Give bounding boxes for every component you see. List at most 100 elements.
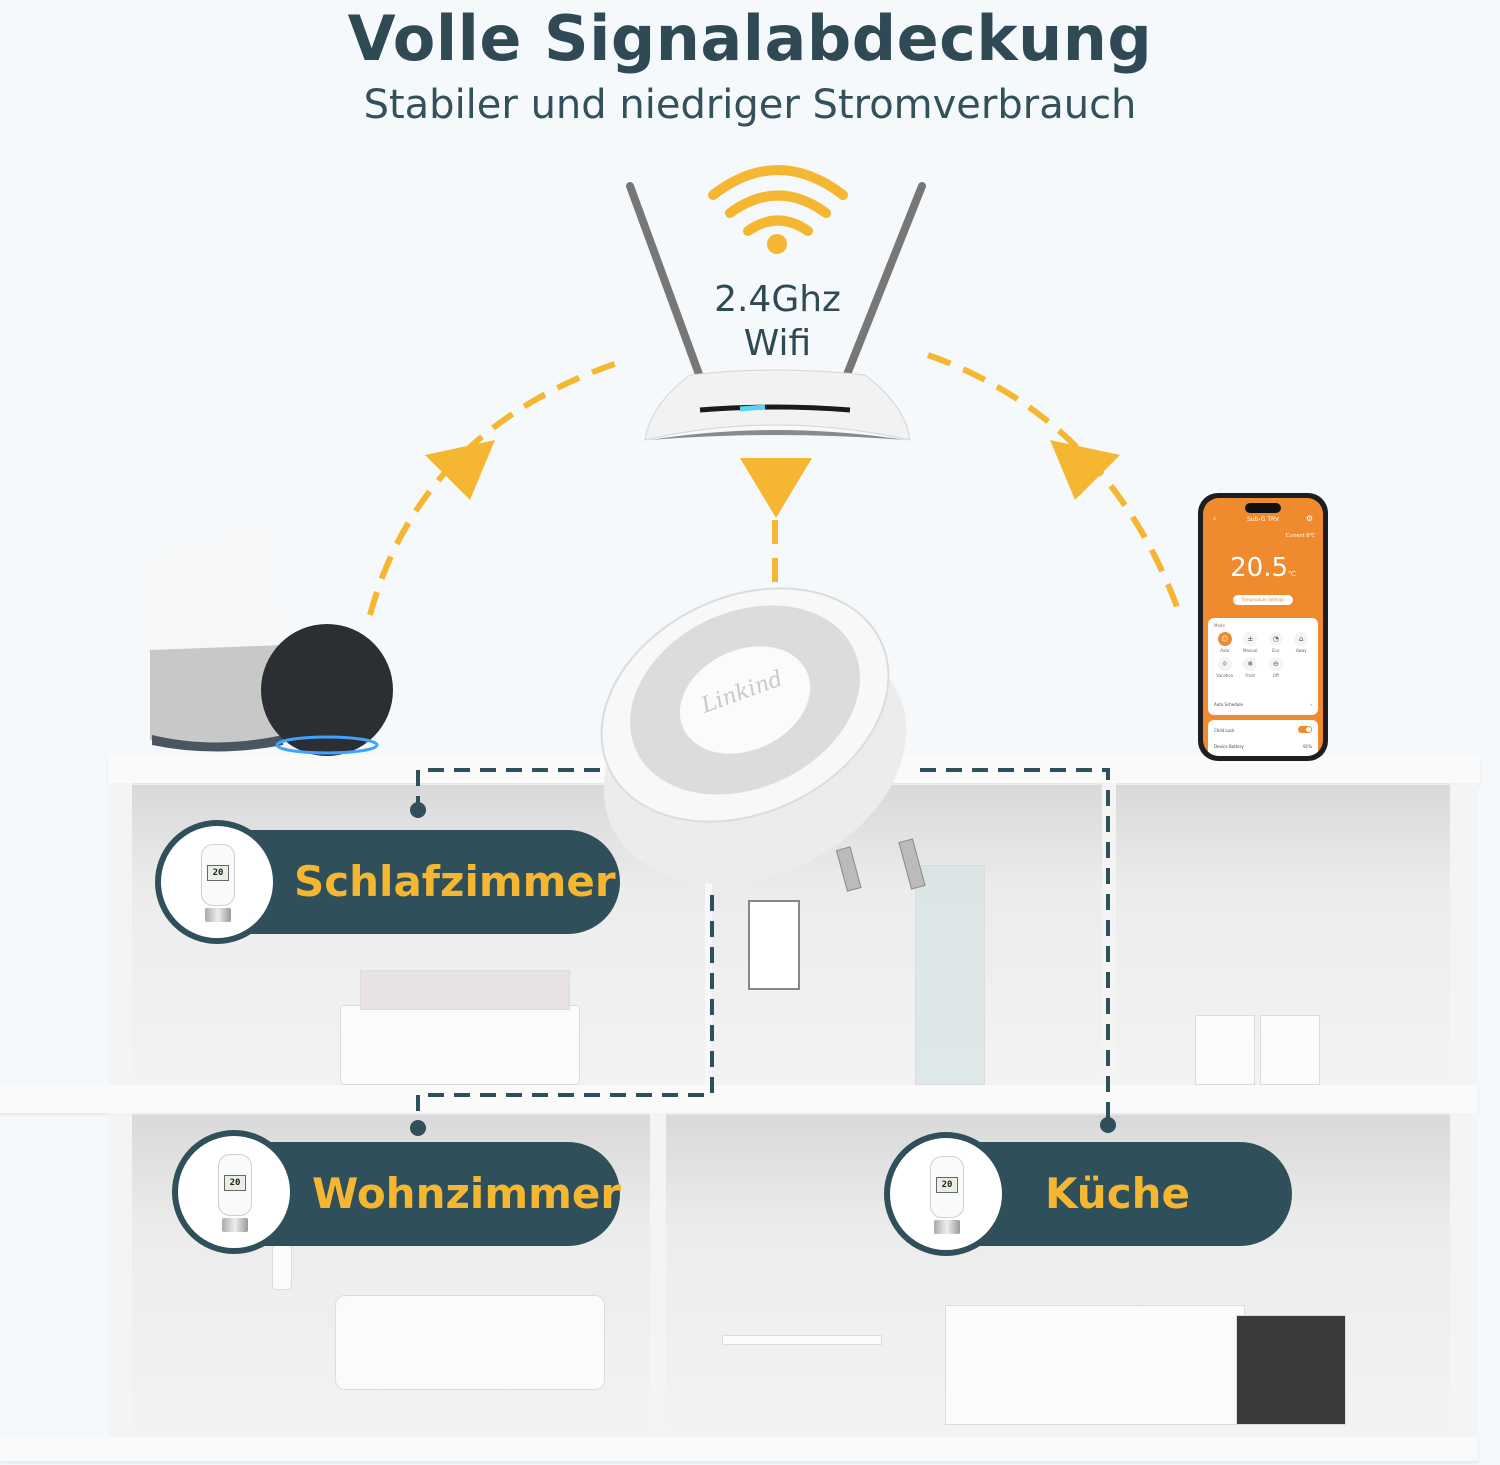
mode-grid: ☺ Auto ±Manual ◔ Eco ⌂ Away ☼ Vacation ❄ Fros… [1212, 632, 1314, 678]
conn-bedroom [416, 768, 600, 805]
arrowhead-right [1050, 440, 1120, 500]
room-label-living [235, 1142, 620, 1246]
trv-display: 20 [224, 1175, 246, 1191]
smart-speaker-icon [150, 528, 285, 752]
wifi-band: 2.4Ghz [714, 279, 841, 320]
hub-connection-lines [416, 768, 1110, 1120]
room-name-kitchen: Küche [1045, 1169, 1190, 1218]
smartphone-app: ‹ Sub-G TRV ⚙ Current 8℃ 20.5℃ Temperatu… [1198, 493, 1328, 761]
mode-auto[interactable]: ☺ Auto [1212, 632, 1238, 653]
oven [1236, 1315, 1346, 1425]
dining-table [722, 1335, 882, 1345]
mode-away-icon: ⌂ [1294, 632, 1309, 646]
child-lock-row: Child Lock [1214, 726, 1312, 733]
arrowhead-center [740, 458, 812, 518]
child-lock-label: Child Lock [1214, 728, 1235, 733]
set-temperature: 20.5℃ [1203, 553, 1323, 583]
trv-base [934, 1220, 960, 1234]
phone-notch [1245, 503, 1281, 513]
middle-floor-slab [0, 1085, 1478, 1113]
wall-divider-lower [650, 1113, 666, 1443]
wall-left-upper [108, 783, 132, 1088]
bed [340, 1005, 580, 1085]
mode-frost[interactable]: ❄ Frost [1238, 657, 1264, 678]
back-icon[interactable]: ‹ [1213, 514, 1217, 523]
mode-eco-label: Eco [1272, 648, 1280, 653]
app-device-title: Sub-G TRV [1247, 516, 1279, 523]
mode-away-label: Away [1295, 648, 1307, 653]
mode-away[interactable]: ⌂ Away [1289, 632, 1315, 653]
mode-card: Mode ☺ Auto ±Manual ◔ Eco ⌂ Away ☼ Vacation … [1208, 618, 1318, 715]
set-temperature-value: 20.5 [1230, 553, 1288, 583]
current-label: Current [1285, 533, 1305, 539]
mode-frost-label: Frost [1245, 673, 1256, 678]
arc-router-to-phone [926, 352, 1183, 617]
phone-screen: ‹ Sub-G TRV ⚙ Current 8℃ 20.5℃ Temperatu… [1203, 498, 1323, 756]
temperature-unit: ℃ [1288, 570, 1296, 578]
conn-living [416, 895, 714, 1120]
child-lock-toggle[interactable] [1298, 726, 1312, 733]
room-label-bedroom [218, 830, 620, 934]
wall-left-lower [108, 1113, 132, 1443]
mode-eco[interactable]: ◔ Eco [1263, 632, 1289, 653]
mode-auto-label: Auto [1220, 648, 1230, 653]
trv-base [222, 1218, 248, 1232]
shower-glass [915, 865, 985, 1085]
trv-display: 20 [207, 865, 229, 881]
mode-off-icon: ⊖ [1268, 657, 1283, 671]
conn-dot-kitchen [1100, 1117, 1116, 1133]
mode-auto-icon: ☺ [1217, 632, 1232, 646]
device-battery-label: Device Battery [1214, 744, 1244, 749]
kitchen-counter [945, 1305, 1245, 1425]
trv-badge-living: 20 [172, 1130, 296, 1254]
mode-off-label: Off [1272, 673, 1279, 678]
wall-right-lower [1450, 1113, 1478, 1443]
auto-schedule-row[interactable]: Auto Schedule› [1214, 702, 1312, 707]
mode-frost-icon: ❄ [1243, 657, 1258, 671]
conn-kitchen [920, 768, 1110, 1120]
settings-card: Child Lock Device Battery 91% [1208, 720, 1318, 756]
mode-off[interactable]: ⊖ Off [1263, 657, 1289, 678]
room-name-bedroom: Schlafzimmer [294, 857, 616, 906]
thermostat-valve-icon: 20 [201, 844, 235, 906]
wall-right-upper [1450, 783, 1478, 1088]
page-title: Volle Signalabdeckung [347, 2, 1153, 75]
device-battery-row: Device Battery 91% [1214, 744, 1312, 749]
bed-headboard [360, 970, 570, 1010]
wifi-dot [767, 234, 787, 254]
mode-vacation-icon: ☼ [1217, 657, 1232, 671]
current-temp: Current 8℃ [1286, 533, 1315, 539]
conn-dot-living [410, 1120, 426, 1136]
washing-machine [1195, 1015, 1255, 1085]
ground-slab [0, 1437, 1478, 1461]
page-subtitle: Stabiler und niedriger Stromverbrauch [363, 82, 1137, 128]
mode-label: Mode [1214, 623, 1225, 628]
wifi-icon [708, 165, 848, 236]
trv-badge-kitchen: 20 [884, 1132, 1008, 1256]
wifi-router-icon [626, 182, 926, 441]
settings-icon[interactable]: ⚙ [1305, 514, 1313, 523]
mode-eco-icon: ◔ [1268, 632, 1283, 646]
arrowhead-left [425, 440, 495, 500]
mode-manual-icon: ± [1243, 632, 1258, 646]
zigbee-hub-plug-icon [600, 587, 926, 892]
dryer [1260, 1015, 1320, 1085]
mode-vacation[interactable]: ☼ Vacation [1212, 657, 1238, 678]
auto-schedule-label: Auto Schedule [1214, 702, 1243, 707]
temperature-settings-button[interactable]: Temperature Settings [1233, 595, 1293, 605]
device-battery-value: 91% [1303, 744, 1312, 749]
sofa [335, 1295, 605, 1390]
thermostat-valve-icon: 20 [218, 1154, 252, 1216]
mode-vacation-label: Vacation [1216, 673, 1234, 678]
mode-manual[interactable]: ±Manual [1238, 632, 1264, 653]
bathroom-mirror [748, 900, 800, 990]
trv-display: 20 [936, 1177, 958, 1193]
current-value: 8℃ [1306, 533, 1315, 539]
room-name-living: Wohnzimmer [312, 1169, 622, 1218]
echo-dot-icon [261, 624, 393, 756]
wifi-band-label: 2.4Ghz Wifi [690, 278, 865, 366]
conn-dot-bedroom [410, 802, 426, 818]
trv-base [205, 908, 231, 922]
trv-badge-bedroom: 20 [155, 820, 279, 944]
